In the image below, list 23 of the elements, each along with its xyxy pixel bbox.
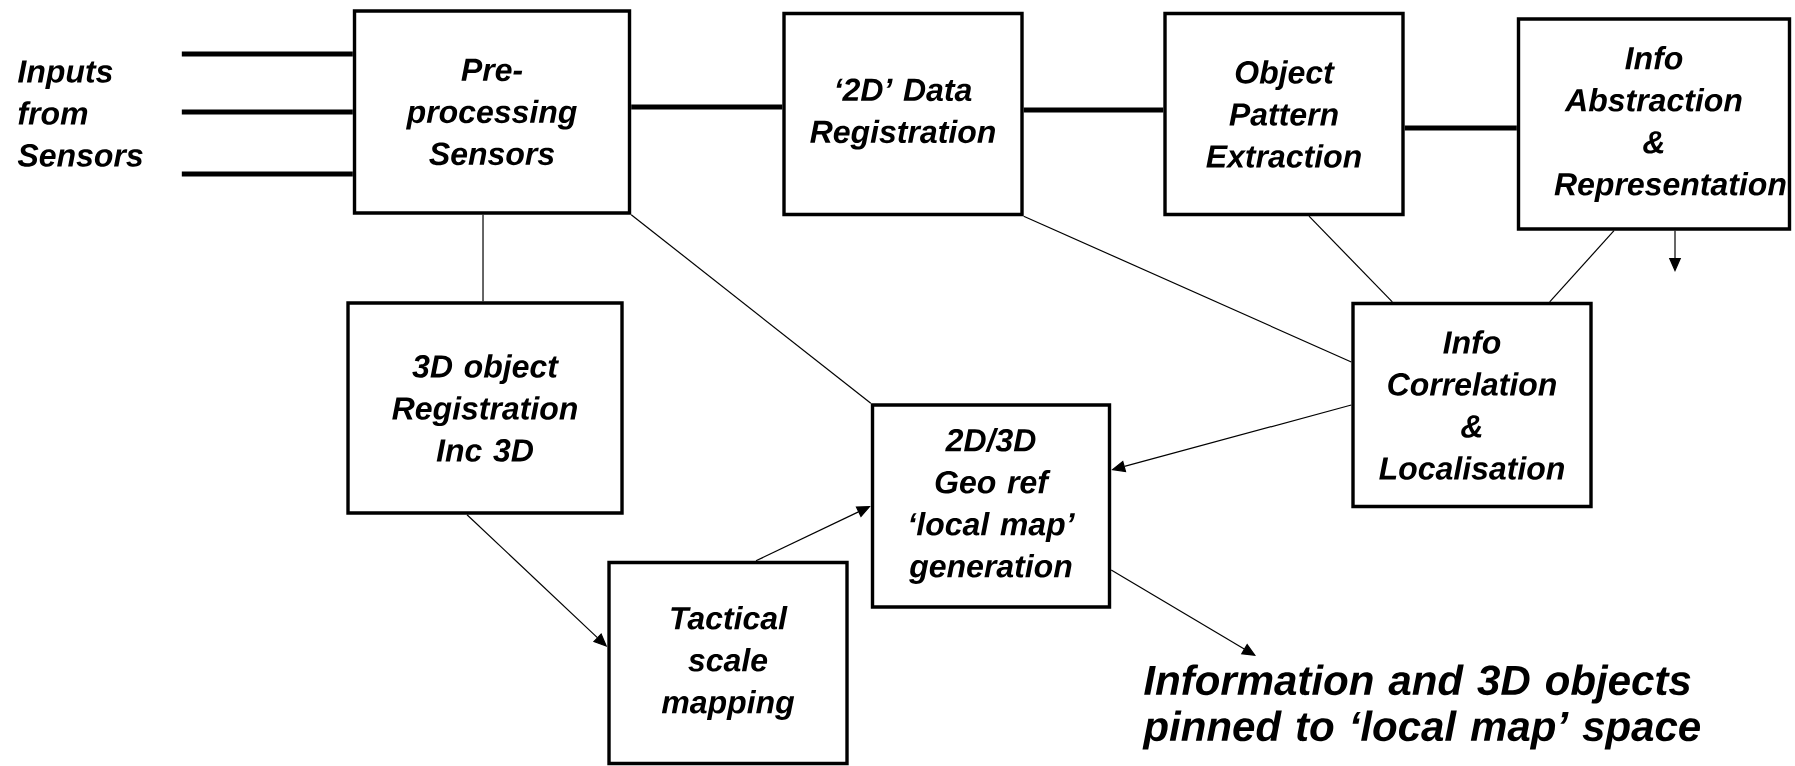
input-label: Inputs from Sensors: [17, 60, 143, 167]
connector-line: [1404, 125, 1517, 131]
process-box: ‘2D’ Data Registration: [782, 11, 1024, 217]
connector-line: [181, 171, 353, 177]
arrow: [755, 506, 871, 562]
connector-line: [1023, 215, 1352, 363]
connector-line: [631, 104, 783, 110]
process-box: 3D object Registration Inc 3D: [346, 301, 624, 515]
output-label: Information and 3D objects pinned to ‘local map’ space: [1142, 664, 1700, 750]
connector-line: [181, 109, 353, 115]
process-box: Info Correlation & Localisation: [1351, 301, 1593, 509]
arrow: [1110, 569, 1256, 656]
connector-line: [1023, 107, 1164, 113]
process-box: 2D/3D Geo ref ‘local map’ generation: [870, 403, 1112, 609]
connector-line: [482, 214, 484, 302]
process-box: Info Abstraction & Representation: [1516, 17, 1792, 231]
process-box: Tactical scale mapping: [607, 560, 849, 766]
process-box: Object Pattern Extraction: [1163, 11, 1405, 217]
connector-line: [630, 214, 872, 404]
connector-line: [181, 51, 353, 57]
connector-line: [1549, 230, 1615, 303]
process-box: Pre-processing Sensors: [352, 9, 632, 215]
connector-line: [1308, 215, 1393, 303]
